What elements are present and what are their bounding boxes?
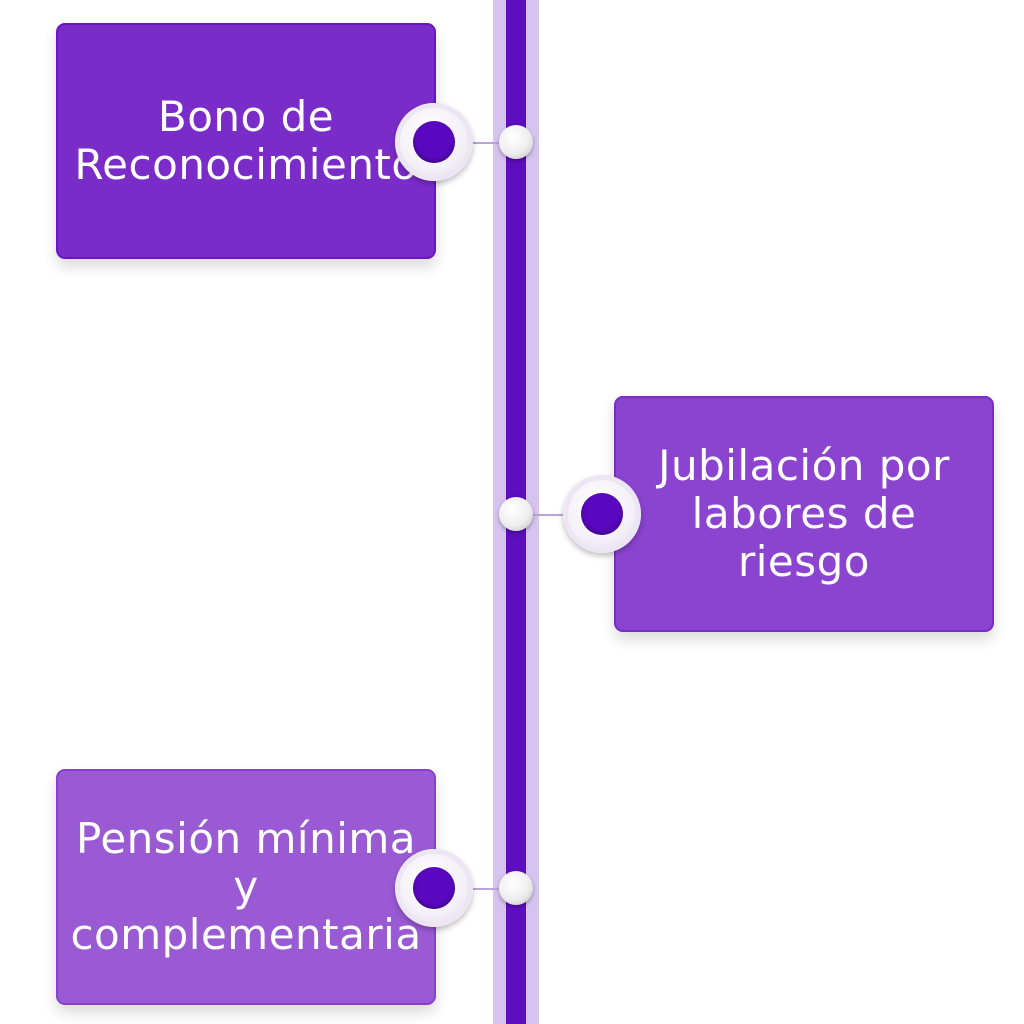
timeline-bead — [499, 497, 533, 531]
timeline-knob — [563, 475, 641, 553]
timeline-card-label: Jubilación por labores de riesgo — [658, 441, 950, 586]
timeline-knob-core — [581, 493, 623, 535]
timeline-card-pension-minima-y-complementaria: Pensión mínima y complementaria — [56, 769, 436, 1005]
timeline-card-bono-de-reconocimiento: Bono de Reconocimiento — [56, 23, 436, 259]
timeline-card-label: Pensión mínima y complementaria — [70, 814, 422, 959]
timeline-knob-core — [413, 121, 455, 163]
timeline-card-label: Bono de Reconocimiento — [74, 92, 418, 189]
timeline-knob — [395, 103, 473, 181]
timeline-connector — [470, 888, 510, 890]
timeline-card-jubilacion-por-labores-de-riesgo: Jubilación por labores de riesgo — [614, 396, 994, 632]
timeline-knob — [395, 849, 473, 927]
timeline-bead — [499, 871, 533, 905]
timeline-knob-core — [413, 867, 455, 909]
timeline-connector — [470, 142, 510, 144]
timeline-connector — [522, 514, 568, 516]
timeline-bead — [499, 125, 533, 159]
